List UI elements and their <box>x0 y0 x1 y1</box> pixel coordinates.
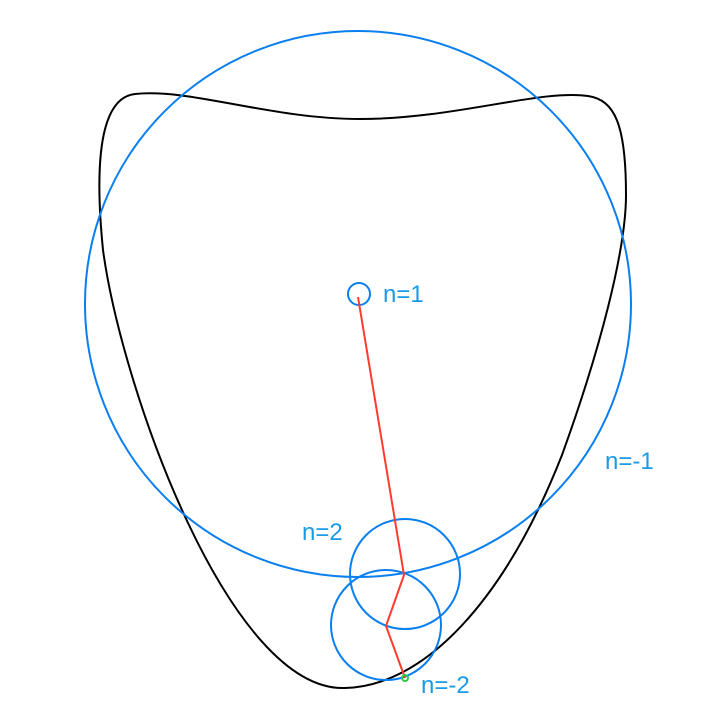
traced-curve <box>98 92 628 690</box>
label-n2: n=2 <box>302 519 343 546</box>
epicycle-n2 <box>349 518 461 630</box>
epicycle-arm <box>357 296 406 679</box>
label-n-minus1: n=-1 <box>605 448 654 475</box>
epicycle-n-minus2 <box>330 569 442 681</box>
label-n-minus2: n=-2 <box>421 672 470 699</box>
label-n1: n=1 <box>383 281 424 308</box>
tracing-point <box>401 674 409 682</box>
